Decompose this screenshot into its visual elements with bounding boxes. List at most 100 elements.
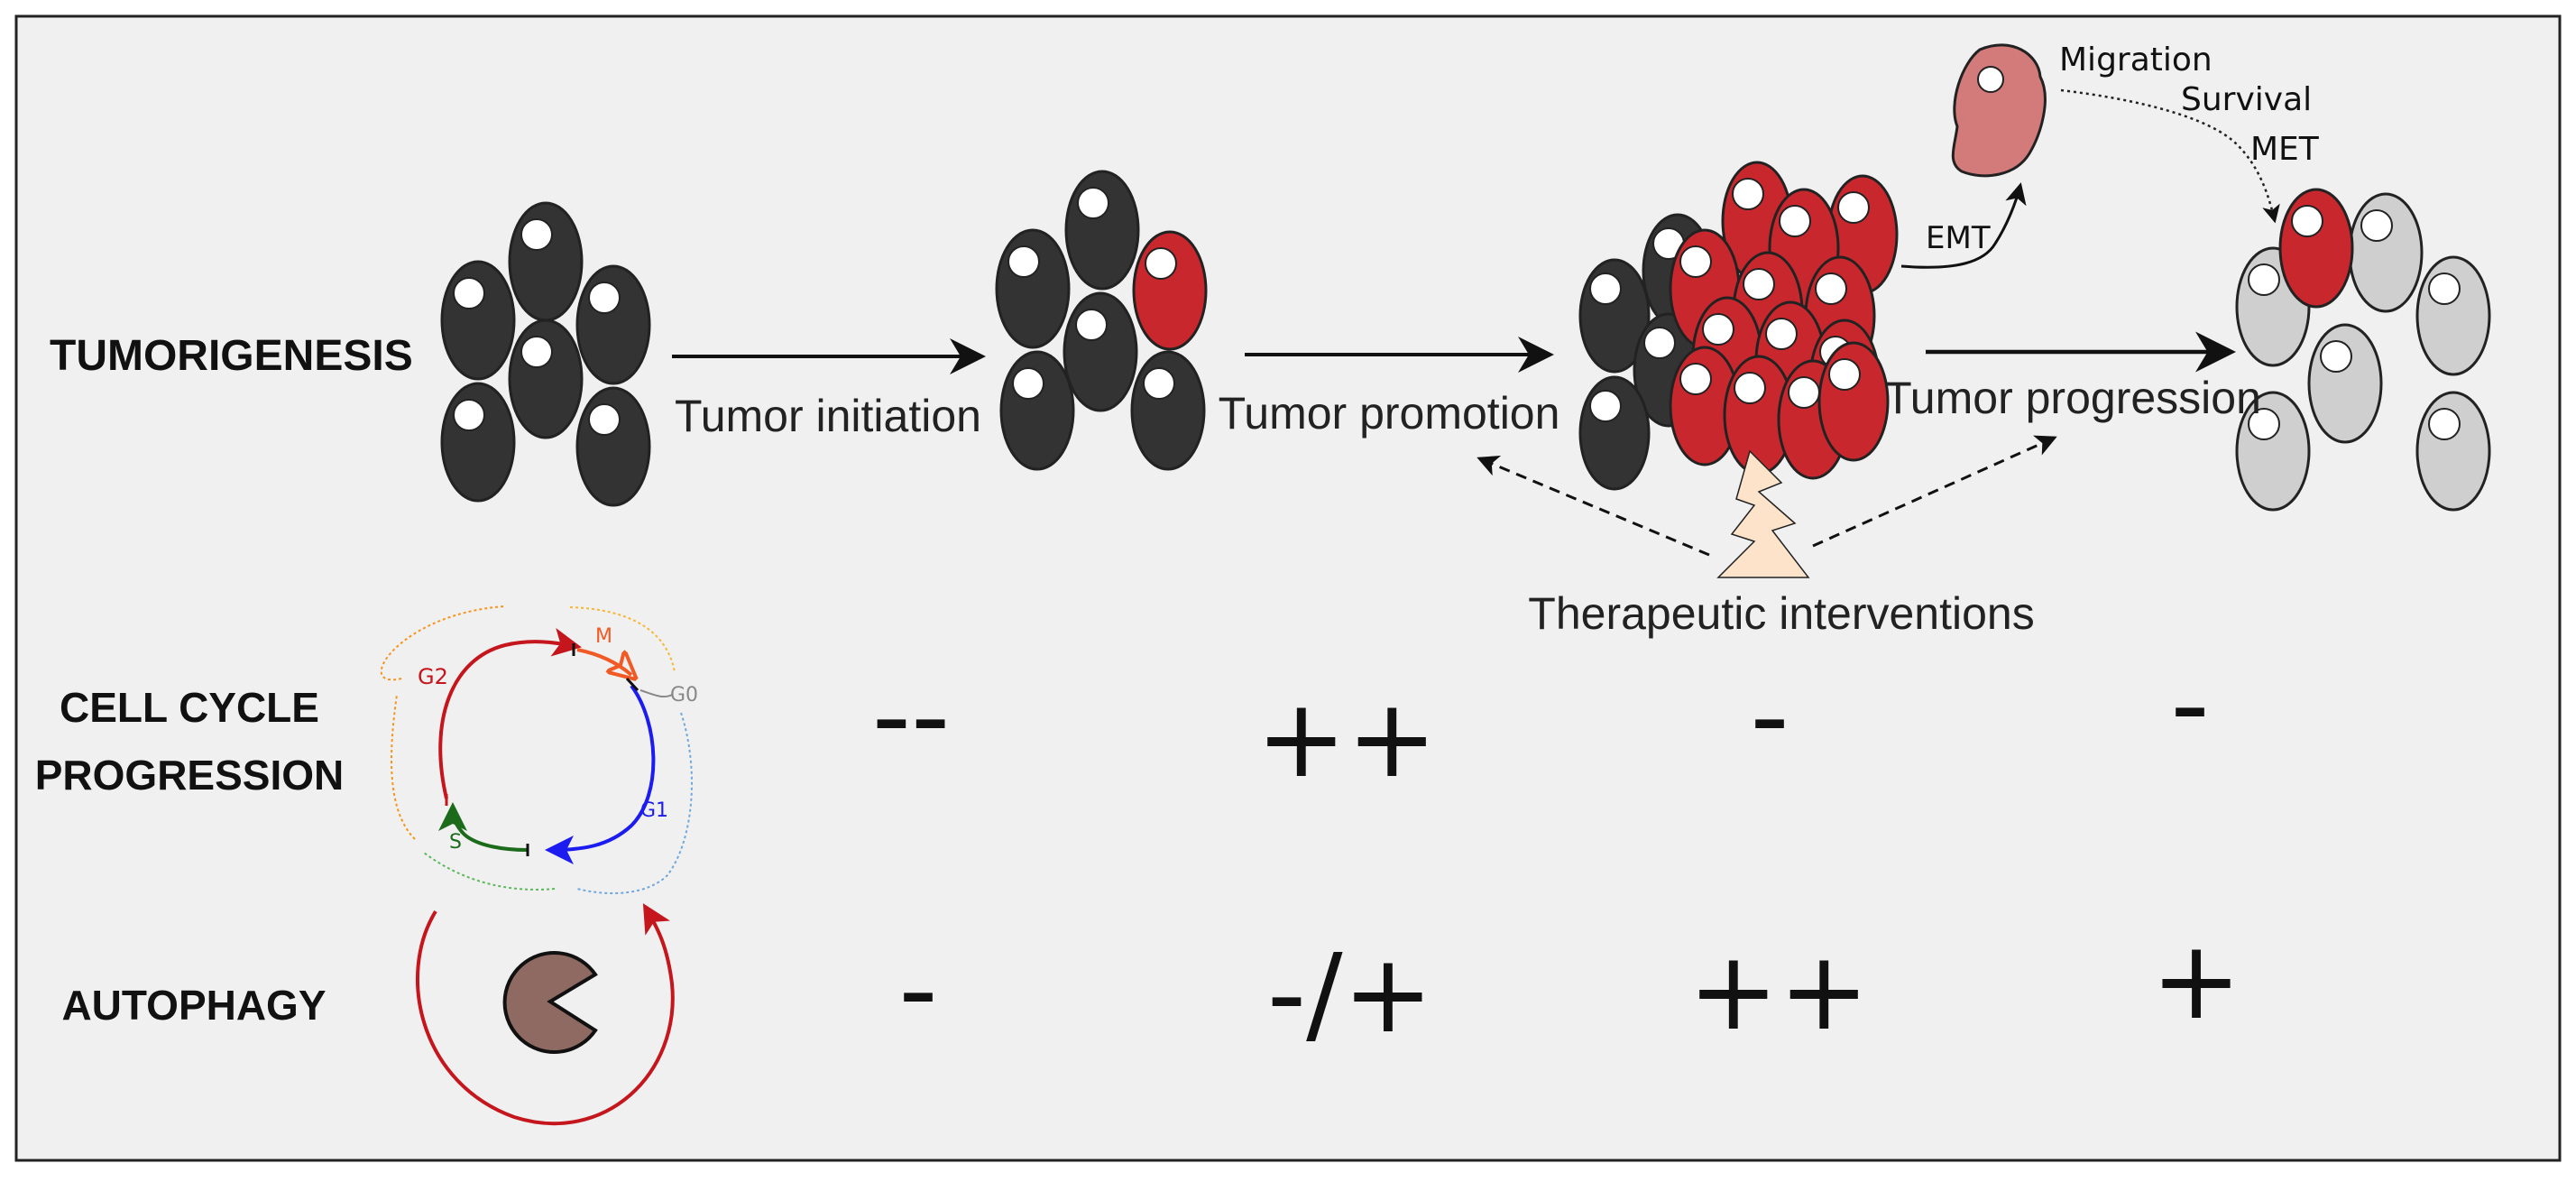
tumor-cell-nucleus	[1837, 191, 1870, 224]
normal-cell-body	[2348, 192, 2424, 313]
normal-cell	[2235, 391, 2311, 512]
cell-cycle-diagram: G2 M G0 G1 S	[380, 605, 698, 894]
normal-cell	[575, 264, 651, 385]
normal-cell-body	[575, 386, 651, 507]
autophagosome-icon	[502, 951, 598, 1054]
tumor-cell-nucleus	[1788, 376, 1820, 409]
tumor-cell-nucleus	[1815, 272, 1847, 305]
normal-cell-nucleus	[2248, 408, 2280, 440]
normal-cell-body	[2415, 391, 2491, 512]
normal-cell-nucleus	[1007, 245, 1040, 278]
emt-arrow	[1900, 182, 2027, 269]
label-cell-cycle: CELL CYCLE	[60, 684, 319, 731]
normal-cell-nucleus	[2428, 408, 2461, 440]
normal-cell-body	[508, 201, 584, 322]
normal-cell-body	[440, 260, 516, 381]
outer-arc-s	[423, 852, 556, 891]
phase-label-s: S	[449, 831, 462, 854]
tumor-cell-nucleus	[1779, 205, 1811, 237]
phase-label-g2: G2	[418, 664, 448, 689]
normal-cell-body	[1130, 350, 1206, 471]
normal-cell-nucleus	[2248, 263, 2280, 296]
promoted-tumor-cluster	[1578, 161, 1899, 491]
outer-arc-g2	[380, 605, 506, 681]
normal-cell	[508, 201, 584, 322]
cell-cycle-score-promotion: ++	[1256, 677, 1437, 802]
g0-arc	[639, 689, 673, 698]
stage-label-progression: Tumor progression	[1884, 373, 2261, 423]
tumor-cell-body	[1132, 230, 1208, 351]
phase-label-g0: G0	[670, 684, 698, 706]
normal-cell-body	[995, 228, 1071, 349]
normal-cell	[2348, 192, 2424, 313]
therapy-label: Therapeutic interventions	[1528, 588, 2034, 639]
normal-cell-nucleus	[588, 403, 621, 436]
normal-cell-nucleus	[1077, 187, 1109, 219]
migrating-tumor-cell	[1951, 43, 2047, 178]
normal-cell-nucleus	[520, 218, 553, 251]
label-tumorigenesis: TUMORIGENESIS	[50, 332, 413, 380]
normal-cell	[1578, 375, 1651, 491]
normal-cell	[2307, 323, 2383, 444]
normal-cell-body	[440, 382, 516, 503]
s-arc	[438, 802, 529, 852]
normal-cell	[2415, 391, 2491, 512]
normal-cell-nucleus	[520, 336, 553, 368]
tumor-cell-nucleus	[1828, 358, 1861, 391]
tumor-cell-nucleus	[1765, 318, 1798, 350]
autophagy-diagram	[416, 903, 675, 1126]
cell-cycle-score-metastasis: -	[2170, 642, 2209, 768]
normal-cell	[1578, 258, 1651, 374]
normal-cell-body	[1064, 170, 1140, 291]
normal-cell-nucleus	[2320, 340, 2352, 373]
met-dotted-arrow	[2060, 88, 2280, 224]
normal-cell-nucleus	[2428, 272, 2461, 305]
metastatic-tumor-cell-nucleus	[2291, 205, 2323, 237]
normal-cell	[508, 319, 584, 439]
tumor-cell-nucleus	[1145, 247, 1177, 280]
tumor-cell-body	[1817, 341, 1890, 462]
cell-cycle-score-initiation: --	[872, 654, 951, 780]
normal-cell-nucleus	[1012, 367, 1044, 400]
normal-cell	[440, 260, 516, 381]
normal-cell	[1063, 291, 1138, 412]
label-progression: PROGRESSION	[35, 752, 345, 799]
therapy-arrow-to-progression	[1812, 435, 2057, 548]
normal-cell-nucleus	[1075, 309, 1108, 341]
normal-cell-nucleus	[1643, 327, 1676, 359]
m-arc	[576, 648, 631, 675]
initiated-tissue-cluster	[995, 170, 1208, 471]
phase-label-g1: G1	[640, 799, 668, 822]
normal-cell-body	[1063, 291, 1138, 412]
normal-cell-body	[575, 264, 651, 385]
autophagy-scores: - -/+ ++ +	[898, 919, 2241, 1057]
normal-cell-nucleus	[588, 282, 621, 314]
tumor-cell-nucleus	[1702, 313, 1734, 346]
survival-label: Survival	[2181, 81, 2312, 118]
cell-cycle-scores: -- ++ - -	[872, 642, 2210, 802]
g1-arc	[545, 684, 656, 864]
therapy-lightning-bolt	[1716, 449, 1810, 578]
phase-label-m: M	[595, 625, 612, 648]
autophagy-score-metastasis: +	[2151, 919, 2242, 1044]
metastatic-tumor-cell-body	[2278, 188, 2354, 309]
outer-arc-g1	[576, 712, 693, 894]
normal-cell-nucleus	[453, 277, 485, 309]
normal-cell	[2415, 255, 2491, 376]
metastatic-site-cluster	[2235, 188, 2491, 512]
normal-cell-nucleus	[2360, 209, 2393, 242]
tumor-cell-nucleus	[1679, 363, 1712, 395]
normal-cell	[995, 228, 1071, 349]
normal-cell-nucleus	[1143, 367, 1175, 400]
metastatic-tumor-cell	[2278, 188, 2354, 309]
autophagy-cycle-arrow	[416, 903, 675, 1126]
normal-cell-body	[508, 319, 584, 439]
normal-cell	[1130, 350, 1206, 471]
therapy-arrow-to-promotion	[1477, 456, 1710, 557]
outer-arc-m	[569, 606, 676, 673]
tumor-cell-nucleus	[1732, 178, 1764, 210]
emt-label: EMT	[1926, 220, 1991, 256]
tumor-cell-nucleus	[1679, 245, 1712, 278]
